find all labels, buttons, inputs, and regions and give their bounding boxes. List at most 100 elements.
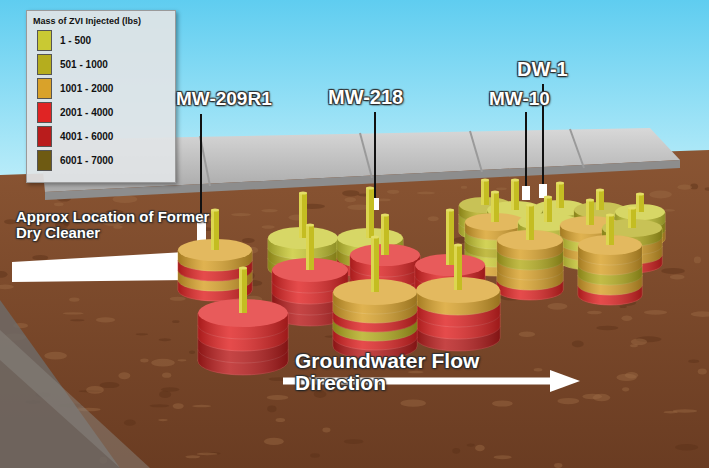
pipe-highlight bbox=[628, 208, 631, 228]
soil-speck bbox=[322, 428, 330, 433]
soil-speck bbox=[124, 420, 136, 426]
pipe-top bbox=[366, 187, 374, 190]
soil-speck bbox=[267, 395, 289, 400]
pipe-highlight bbox=[454, 245, 457, 290]
soil-speck bbox=[675, 444, 698, 450]
injection-pipe bbox=[299, 193, 307, 238]
soil-speck bbox=[417, 191, 435, 194]
soil-speck bbox=[547, 303, 567, 310]
pipe-top bbox=[556, 182, 564, 185]
well-label: DW-1 bbox=[517, 58, 568, 81]
soil-speck bbox=[587, 311, 602, 315]
soil-speck bbox=[0, 284, 14, 289]
well-label: MW-209R1 bbox=[176, 88, 272, 110]
well-leader bbox=[525, 112, 527, 188]
pipe-top bbox=[511, 179, 519, 182]
soil-speck bbox=[698, 368, 707, 374]
pipe-top bbox=[239, 267, 247, 270]
pipe-top bbox=[306, 224, 314, 227]
pipe-highlight bbox=[211, 210, 214, 250]
soil-speck bbox=[582, 394, 602, 400]
legend-swatch bbox=[37, 78, 52, 99]
injection-pipe bbox=[481, 180, 489, 205]
soil-speck bbox=[178, 359, 187, 361]
legend-text: 4001 - 6000 bbox=[60, 131, 113, 142]
soil-speck bbox=[691, 311, 709, 317]
legend-text: 6001 - 7000 bbox=[60, 155, 113, 166]
soil-speck bbox=[670, 274, 685, 279]
injection-pipe bbox=[381, 215, 389, 255]
soil-speck bbox=[616, 374, 636, 381]
injection-pipe bbox=[239, 268, 247, 313]
injection-pipe bbox=[636, 194, 644, 212]
injection-pipe bbox=[366, 188, 374, 238]
legend-swatch bbox=[37, 54, 52, 75]
soil-speck bbox=[44, 352, 67, 360]
legend-row: 1001 - 2000 bbox=[37, 78, 169, 99]
ground bbox=[0, 150, 709, 468]
pipe-highlight bbox=[606, 215, 609, 245]
soil-speck bbox=[492, 400, 513, 406]
soil-speck bbox=[136, 333, 148, 335]
pipe-highlight bbox=[636, 194, 639, 212]
soil-speck bbox=[151, 359, 175, 367]
soil-speck bbox=[159, 391, 171, 398]
soil-speck bbox=[192, 405, 211, 407]
soil-speck bbox=[467, 443, 475, 446]
flow-label: Groundwater Flow Direction bbox=[295, 350, 505, 394]
soil-speck bbox=[452, 448, 460, 454]
pipe-top bbox=[371, 236, 379, 239]
soil-speck bbox=[170, 297, 186, 301]
pipe-top bbox=[526, 204, 534, 207]
soil-speck bbox=[534, 368, 543, 371]
soil-speck bbox=[554, 463, 562, 468]
soil-speck bbox=[261, 209, 277, 212]
soil-speck bbox=[113, 195, 138, 203]
soil-speck bbox=[622, 387, 629, 391]
pipe-highlight bbox=[239, 268, 242, 313]
soil-speck bbox=[677, 185, 691, 190]
soil-speck bbox=[86, 386, 104, 394]
legend-text: 1001 - 2000 bbox=[60, 83, 113, 94]
legend-swatch bbox=[37, 30, 52, 51]
injection-pipe bbox=[491, 192, 499, 222]
injection-zones bbox=[178, 179, 665, 376]
soil-speck bbox=[649, 191, 672, 199]
soil-speck bbox=[688, 359, 699, 362]
soil-speck bbox=[344, 439, 364, 444]
injection-pipe bbox=[371, 237, 379, 292]
flow-arrowhead bbox=[550, 370, 580, 392]
soil-speck bbox=[475, 445, 485, 452]
road-edge bbox=[0, 330, 150, 468]
pointer-slab bbox=[12, 252, 205, 282]
legend-row: 1 - 500 bbox=[37, 30, 169, 51]
soil-speck bbox=[70, 319, 84, 321]
soil-speck bbox=[161, 387, 180, 391]
soil-speck bbox=[461, 186, 467, 189]
injection-pipe bbox=[446, 210, 454, 265]
well-casing bbox=[522, 186, 530, 200]
legend-row: 6001 - 7000 bbox=[37, 150, 169, 171]
soil-speck bbox=[54, 202, 64, 206]
soil-texture bbox=[0, 182, 709, 468]
pipe-top bbox=[381, 214, 389, 217]
soil-speck bbox=[197, 453, 218, 456]
soil-speck bbox=[69, 297, 79, 301]
well-label: MW-10 bbox=[489, 88, 550, 110]
soil-speck bbox=[0, 271, 7, 278]
legend-row: 501 - 1000 bbox=[37, 54, 169, 75]
pipe-highlight bbox=[306, 225, 309, 270]
injection-pipe bbox=[544, 197, 552, 222]
soil-speck bbox=[342, 190, 359, 196]
legend-row: 2001 - 4000 bbox=[37, 102, 169, 123]
soil-speck bbox=[661, 268, 685, 274]
soil-speck bbox=[621, 315, 632, 321]
soil-speck bbox=[231, 213, 251, 216]
soil-speck bbox=[159, 338, 172, 341]
pipe-highlight bbox=[544, 197, 547, 222]
site-label: Approx Location of Former Dry Cleaner bbox=[16, 209, 221, 241]
pipe-top bbox=[491, 191, 499, 194]
pipe-highlight bbox=[299, 193, 302, 238]
soil-speck bbox=[242, 238, 255, 243]
soil-speck bbox=[557, 398, 579, 404]
